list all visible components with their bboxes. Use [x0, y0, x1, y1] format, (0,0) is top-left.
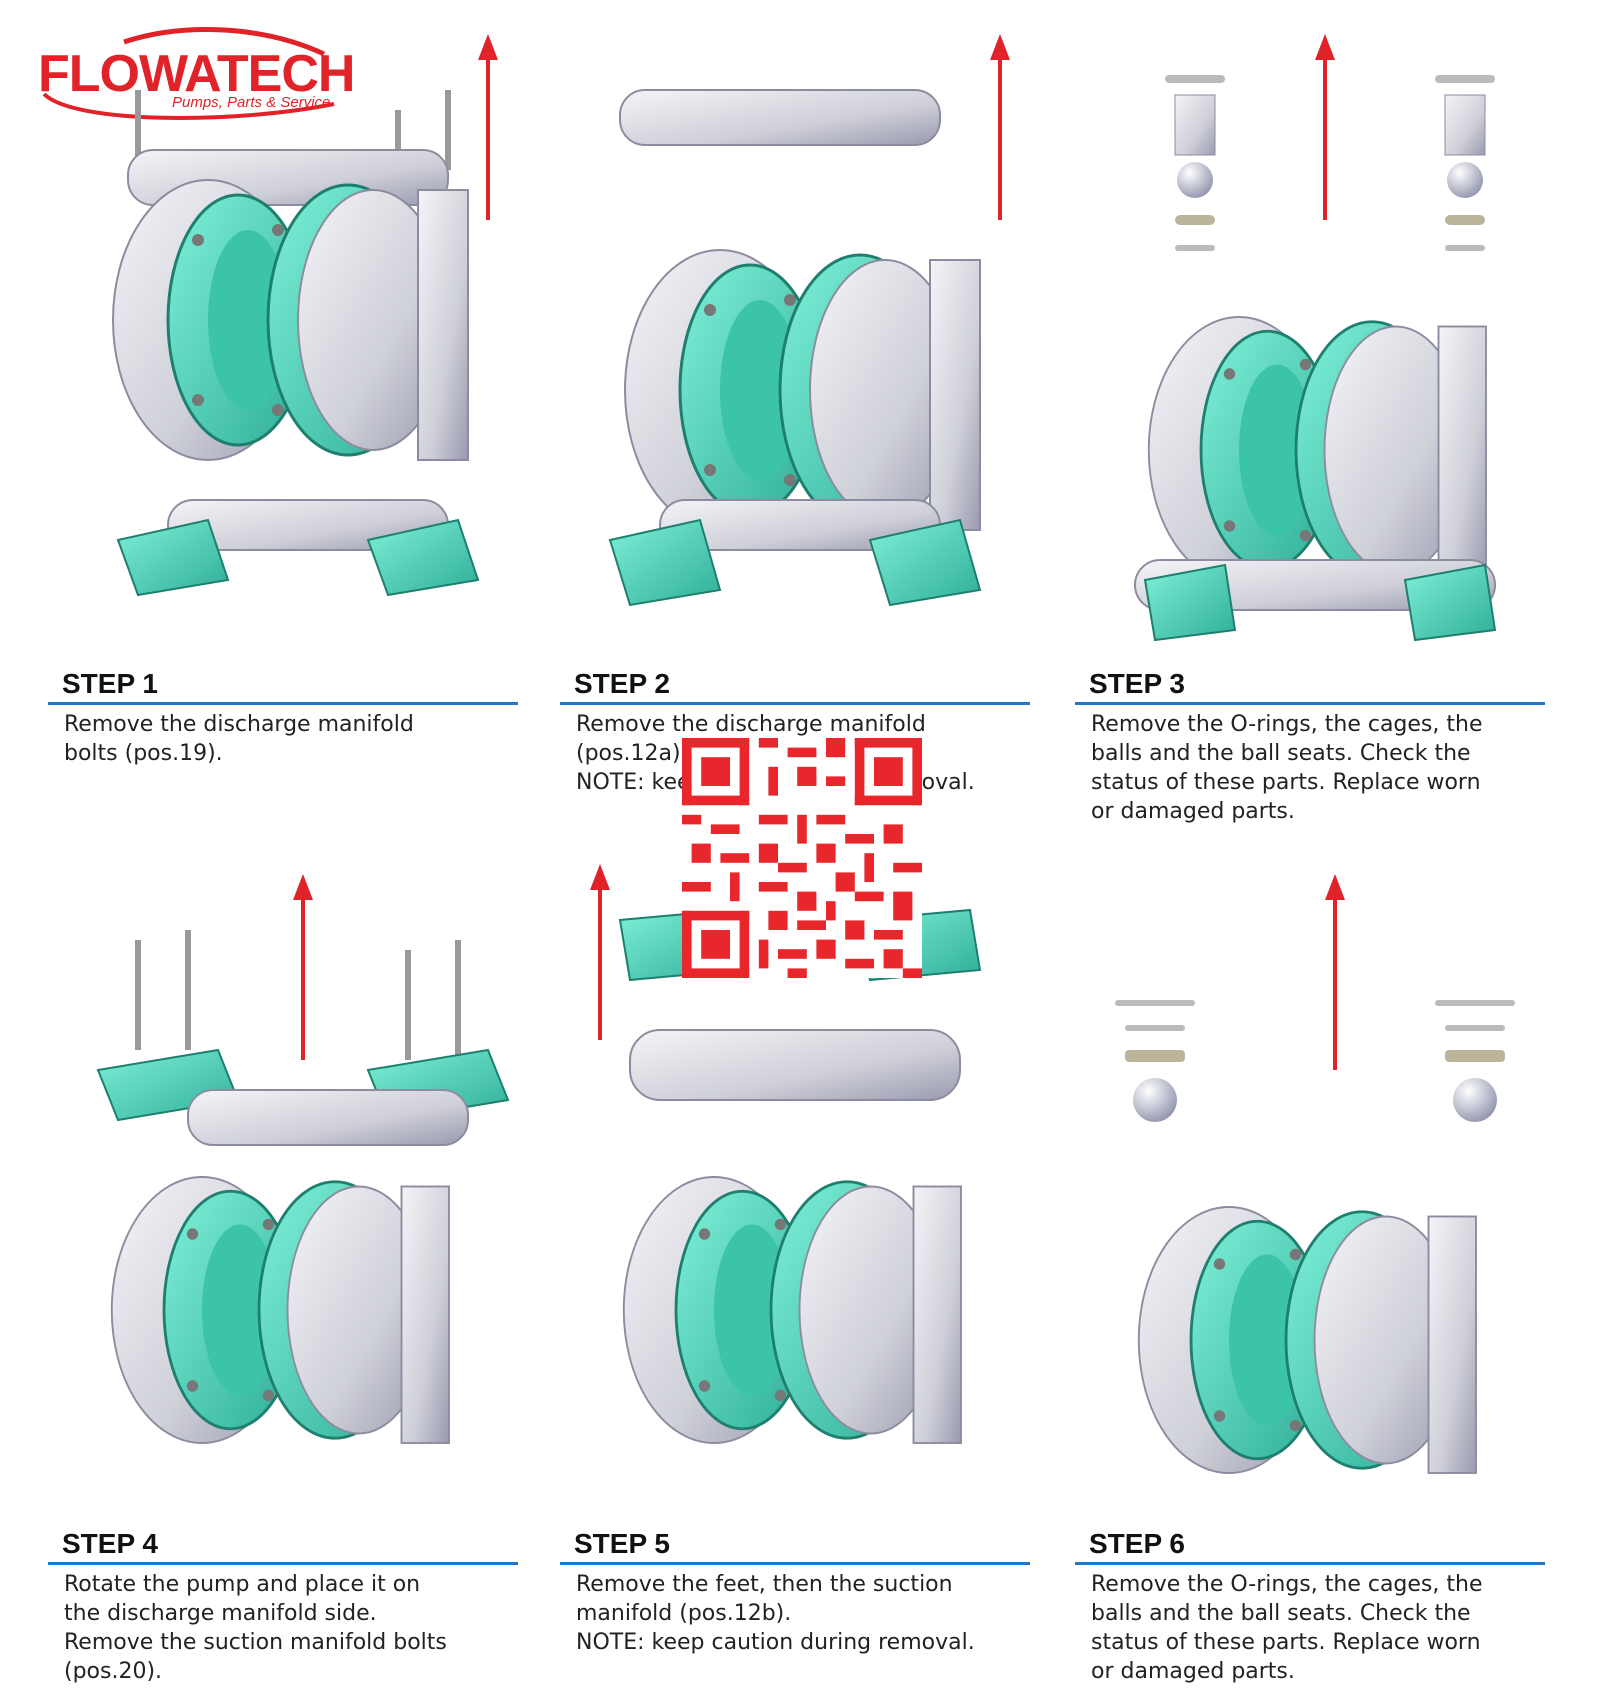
step-2-panel: STEP 2 Remove the discharge manifold (po… [560, 20, 1030, 800]
pump-illustration [111, 34, 498, 597]
step-title: STEP 2 [574, 668, 670, 699]
step-description: Rotate the pump and place it on the disc… [64, 1572, 447, 1684]
step-title: STEP 4 [62, 1528, 158, 1559]
step-divider [1075, 702, 1545, 705]
step-1-panel: STEP 1 Remove the discharge manifold bol… [48, 20, 518, 800]
step-title: STEP 3 [1089, 668, 1185, 699]
step-title: STEP 5 [574, 1528, 670, 1559]
step-description: Remove the feet, then the suction manifo… [576, 1572, 975, 1655]
step-3-panel: STEP 3 Remove the O-rings, the cages, th… [1075, 20, 1545, 840]
logo-tagline: Pumps, Parts & Service [172, 94, 331, 111]
step-title: STEP 6 [1089, 1528, 1185, 1559]
step-divider [560, 1562, 1030, 1565]
pump-illustration [1134, 34, 1497, 642]
step-description: Remove the discharge manifold bolts (pos… [64, 712, 414, 766]
step-description: Remove the O-rings, the cages, the balls… [1091, 1572, 1483, 1684]
step-divider [1075, 1562, 1545, 1565]
pump-illustration [1115, 874, 1515, 1475]
step-6-panel: STEP 6 Remove the O-rings, the cages, th… [1075, 860, 1545, 1700]
logo-brand: FLOWATECH [38, 45, 355, 103]
step-4-panel: STEP 4 Rotate the pump and place it on t… [48, 860, 518, 1700]
logo-swoosh [42, 27, 335, 120]
pump-illustration [96, 874, 510, 1445]
step-title: STEP 1 [62, 668, 158, 699]
flowatech-logo: FLOWATECH Pumps, Parts & Service [34, 24, 355, 124]
step-5-panel: STEP 5 Remove the feet, then the suction… [560, 860, 1030, 1700]
step-divider [48, 702, 518, 705]
step-divider [48, 1562, 518, 1565]
qr-code-icon[interactable] [682, 738, 922, 978]
step-divider [560, 702, 1030, 705]
pump-illustration [608, 34, 1010, 607]
step-description: Remove the O-rings, the cages, the balls… [1091, 712, 1483, 824]
